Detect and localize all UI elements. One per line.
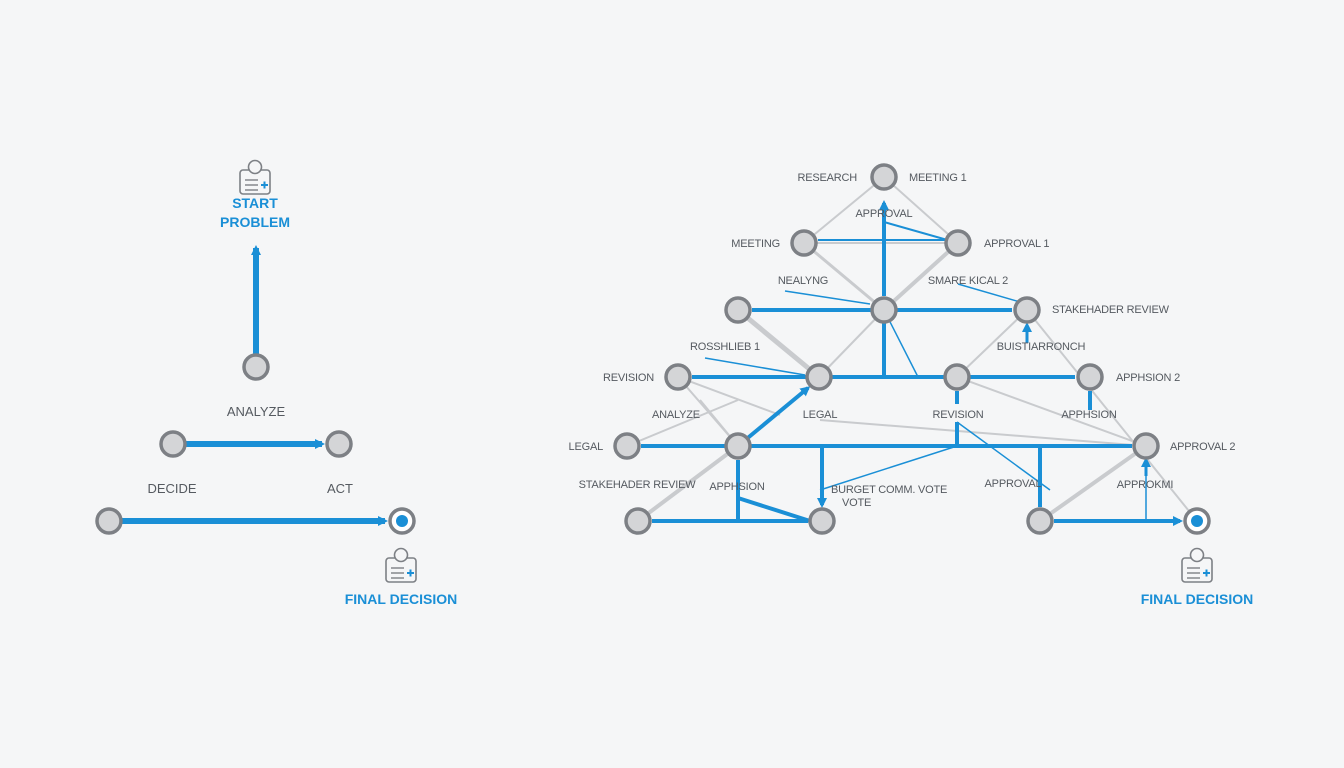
- edge: [956, 376, 1147, 447]
- act-label: ACT: [327, 481, 353, 496]
- edge: [677, 376, 781, 416]
- label-meeting-1: MEETING 1: [909, 172, 967, 184]
- edge: [736, 308, 821, 379]
- label-meeting: MEETING: [731, 238, 780, 250]
- simple-flow: START PROBLEM ANALYZE DECIDE ACT FINAL D…: [95, 159, 458, 607]
- label-smare-kical-2: SMARE KICAL 2: [928, 275, 1008, 287]
- edge: [1038, 444, 1148, 523]
- label-legal-left: LEGAL: [569, 441, 604, 453]
- final-decision-label-right: FINAL DECISION: [1141, 591, 1254, 607]
- decide-label: DECIDE: [147, 481, 196, 496]
- complex-nodes: [613, 163, 1211, 535]
- node-research[interactable]: [870, 163, 898, 191]
- node-apphsion-2[interactable]: [1076, 363, 1104, 391]
- label-stakehader-review-left: STAKEHADER REVIEW: [579, 479, 697, 491]
- edge: [818, 309, 885, 378]
- label-approval-2: APPROVAL 2: [1170, 441, 1235, 453]
- label-nealyng: NEALYNG: [778, 275, 828, 287]
- node-decide[interactable]: [159, 430, 187, 458]
- node-analyze[interactable]: [724, 432, 752, 460]
- label-approkmi: APPROKMI: [1117, 479, 1174, 491]
- edge: [883, 176, 959, 244]
- start-label: START: [232, 195, 278, 211]
- label-approval-top: APPROVAL: [856, 208, 913, 220]
- label-legal-mid: LEGAL: [803, 409, 838, 421]
- problem-label: PROBLEM: [220, 214, 290, 230]
- label-apphsion-low: APPHSION: [709, 481, 765, 493]
- node-left-start[interactable]: [95, 507, 123, 535]
- edge: [956, 309, 1028, 378]
- label-approval-low: APPROVAL: [985, 478, 1042, 490]
- edge: [803, 176, 885, 244]
- node-approval-1[interactable]: [944, 229, 972, 257]
- node-legal-upper[interactable]: [805, 363, 833, 391]
- label-revision-left: REVISION: [603, 372, 654, 384]
- label-approval-1: APPROVAL 1: [984, 238, 1049, 250]
- label-stakehader-review-right: STAKEHADER REVIEW: [1052, 304, 1170, 316]
- person-document-icon: [1181, 547, 1213, 583]
- edge: [784, 290, 871, 305]
- secondary-edges: [626, 176, 1198, 523]
- edge: [819, 419, 1147, 447]
- label-burget-line2: VOTE: [842, 497, 871, 509]
- edge: [819, 445, 958, 491]
- label-burget-line1: BURGET COMM. VOTE: [831, 484, 947, 496]
- edge: [736, 386, 811, 448]
- edge: [737, 496, 811, 523]
- label-research: RESEARCH: [797, 172, 857, 184]
- node-final-right-dot: [1191, 515, 1203, 527]
- node-final-left-dot: [396, 515, 408, 527]
- node-stakeholder-low[interactable]: [624, 507, 652, 535]
- node-center[interactable]: [870, 296, 898, 324]
- label-buistiarronch: BUISTIARRONCH: [997, 341, 1086, 353]
- edge: [803, 241, 885, 312]
- edge: [882, 241, 960, 312]
- edge: [957, 283, 1021, 303]
- analyze-label: ANALYZE: [227, 404, 286, 419]
- edge: [626, 399, 739, 447]
- label-revision-mid: REVISION: [933, 409, 984, 421]
- edge: [704, 357, 806, 376]
- label-apphsion-mid: APPHSION: [1061, 409, 1117, 421]
- node-approval-2[interactable]: [1132, 432, 1160, 460]
- person-document-icon: [239, 159, 271, 195]
- label-apphsion-2: APPHSION 2: [1116, 372, 1180, 384]
- edge: [956, 421, 1051, 491]
- node-act[interactable]: [325, 430, 353, 458]
- primary-edges: [641, 200, 1183, 526]
- complex-flow: RESEARCH MEETING 1 APPROVAL MEETING APPR…: [569, 163, 1254, 607]
- person-document-icon: [385, 547, 417, 583]
- node-revision[interactable]: [664, 363, 692, 391]
- node-approval-low[interactable]: [1026, 507, 1054, 535]
- final-decision-label-left: FINAL DECISION: [345, 591, 458, 607]
- label-rosshlieb-1: ROSSHLIEB 1: [690, 341, 760, 353]
- node-meeting[interactable]: [790, 229, 818, 257]
- label-analyze: ANALYZE: [652, 409, 700, 421]
- node-legal[interactable]: [613, 432, 641, 460]
- node-left-mid[interactable]: [724, 296, 752, 324]
- node-burget-vote[interactable]: [808, 507, 836, 535]
- node-revision-mid[interactable]: [943, 363, 971, 391]
- node-stakeholder-review[interactable]: [1013, 296, 1041, 324]
- edge: [636, 444, 740, 523]
- edge: [1026, 309, 1198, 522]
- node-analyze[interactable]: [242, 353, 270, 381]
